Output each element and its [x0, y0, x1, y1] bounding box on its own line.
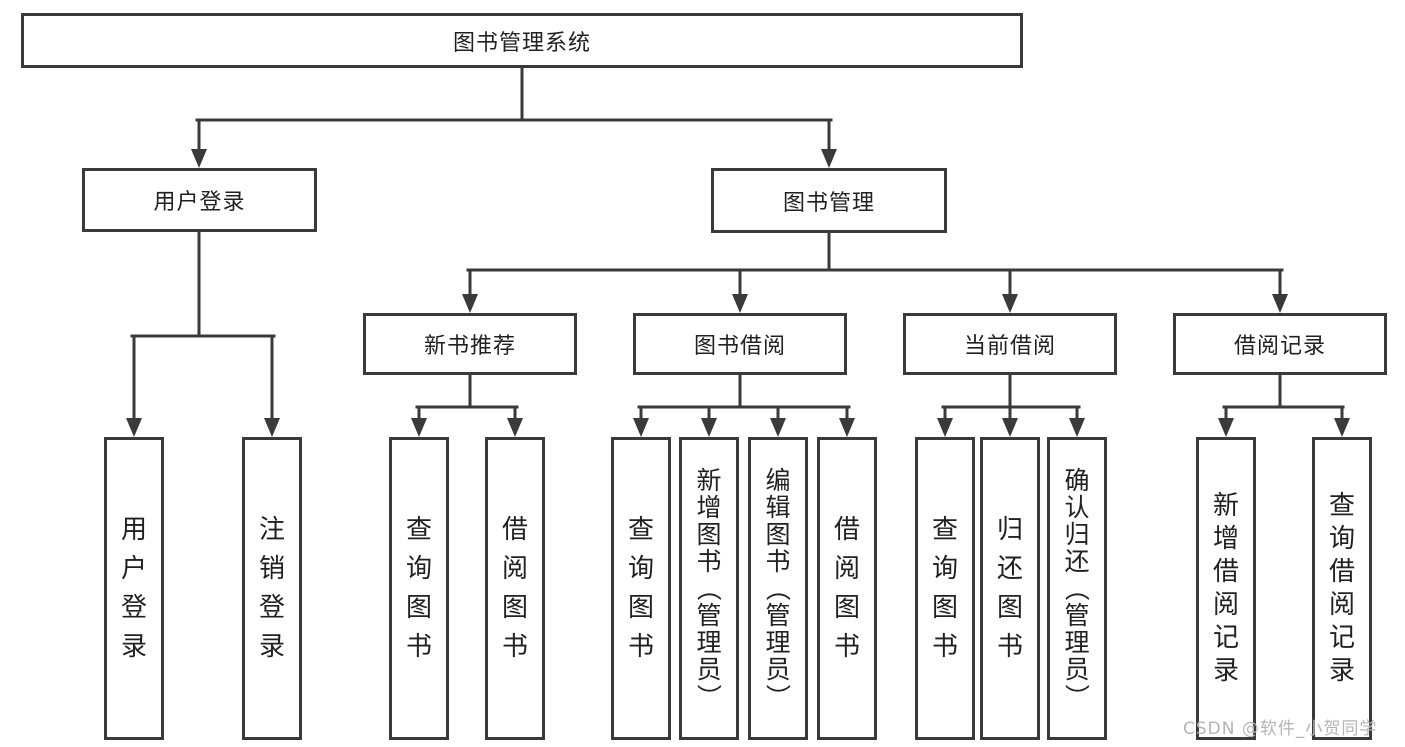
arrowhead [507, 418, 523, 437]
arrowhead [1334, 418, 1350, 437]
arrowhead [1272, 294, 1288, 313]
leaf-query-books-borrow: 查询图书 [611, 437, 671, 740]
arrowhead [462, 294, 478, 313]
leaf-query-books-current: 查询图书 [915, 437, 975, 740]
arrowhead [770, 418, 786, 437]
arrowhead [839, 418, 855, 437]
arrowhead [1002, 418, 1018, 437]
arrowhead [264, 418, 280, 437]
arrowhead [633, 418, 649, 437]
node-new-book-recommend: 新书推荐 [363, 313, 577, 375]
leaf-confirm-return-admin: 确认归还（管理员） [1047, 437, 1107, 740]
arrowhead [1069, 418, 1085, 437]
leaf-user-login: 用户登录 [104, 437, 164, 740]
leaf-borrow-books-recommend: 借阅图书 [485, 437, 545, 740]
leaf-add-borrow-record: 新增借阅记录 [1196, 437, 1256, 740]
leaf-return-books: 归还图书 [980, 437, 1040, 740]
node-user-login: 用户登录 [82, 168, 317, 232]
arrowhead [191, 149, 207, 168]
leaf-edit-books-admin: 编辑图书（管理员） [748, 437, 808, 740]
node-current-borrow: 当前借阅 [903, 313, 1117, 375]
node-borrow-records: 借阅记录 [1173, 313, 1387, 375]
leaf-logout: 注销登录 [242, 437, 302, 740]
arrowhead [1218, 418, 1234, 437]
arrowhead [126, 418, 142, 437]
csdn-watermark: CSDN @软件_小贺同学 [1183, 719, 1378, 739]
node-root-system: 图书管理系统 [21, 13, 1023, 68]
arrowhead [411, 418, 427, 437]
arrowhead [701, 418, 717, 437]
leaf-add-books-admin: 新增图书（管理员） [679, 437, 739, 740]
arrowhead [732, 294, 748, 313]
node-book-borrow: 图书借阅 [633, 313, 847, 375]
arrowhead [1002, 294, 1018, 313]
leaf-query-borrow-record: 查询借阅记录 [1312, 437, 1372, 740]
arrowhead [821, 149, 837, 168]
arrowhead [937, 418, 953, 437]
leaf-query-books-recommend: 查询图书 [389, 437, 449, 740]
node-book-management: 图书管理 [711, 168, 947, 233]
leaf-borrow-books: 借阅图书 [817, 437, 877, 740]
